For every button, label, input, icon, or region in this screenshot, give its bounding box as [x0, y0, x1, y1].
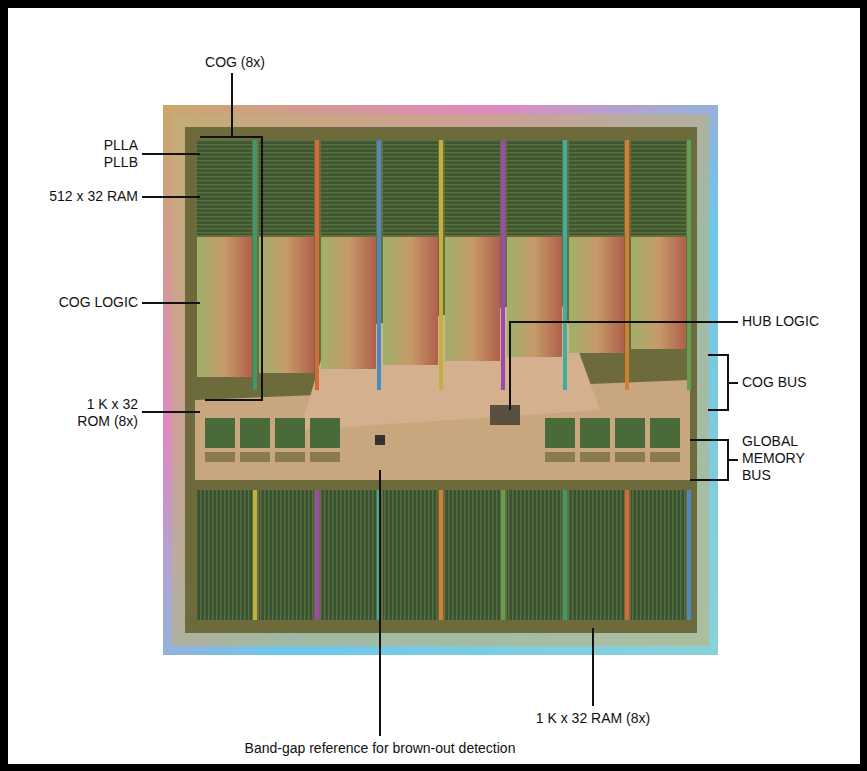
part-label: COG LOGIC: [30, 294, 138, 311]
part-label: 512 x 32 RAM: [30, 188, 138, 205]
part-label: GLOBAL MEMORY BUS: [742, 433, 814, 484]
part-label: PLLA PLLB: [90, 137, 138, 171]
part-label: COG BUS: [742, 374, 842, 391]
part-label: COG (8x): [190, 54, 280, 71]
part-label: HUB LOGIC: [742, 313, 862, 330]
part-label: 1 K x 32 ROM (8x): [60, 396, 138, 430]
part-label: 1 K x 32 RAM (8x): [518, 710, 668, 727]
part-label: Band-gap reference for brown-out detecti…: [180, 740, 580, 757]
